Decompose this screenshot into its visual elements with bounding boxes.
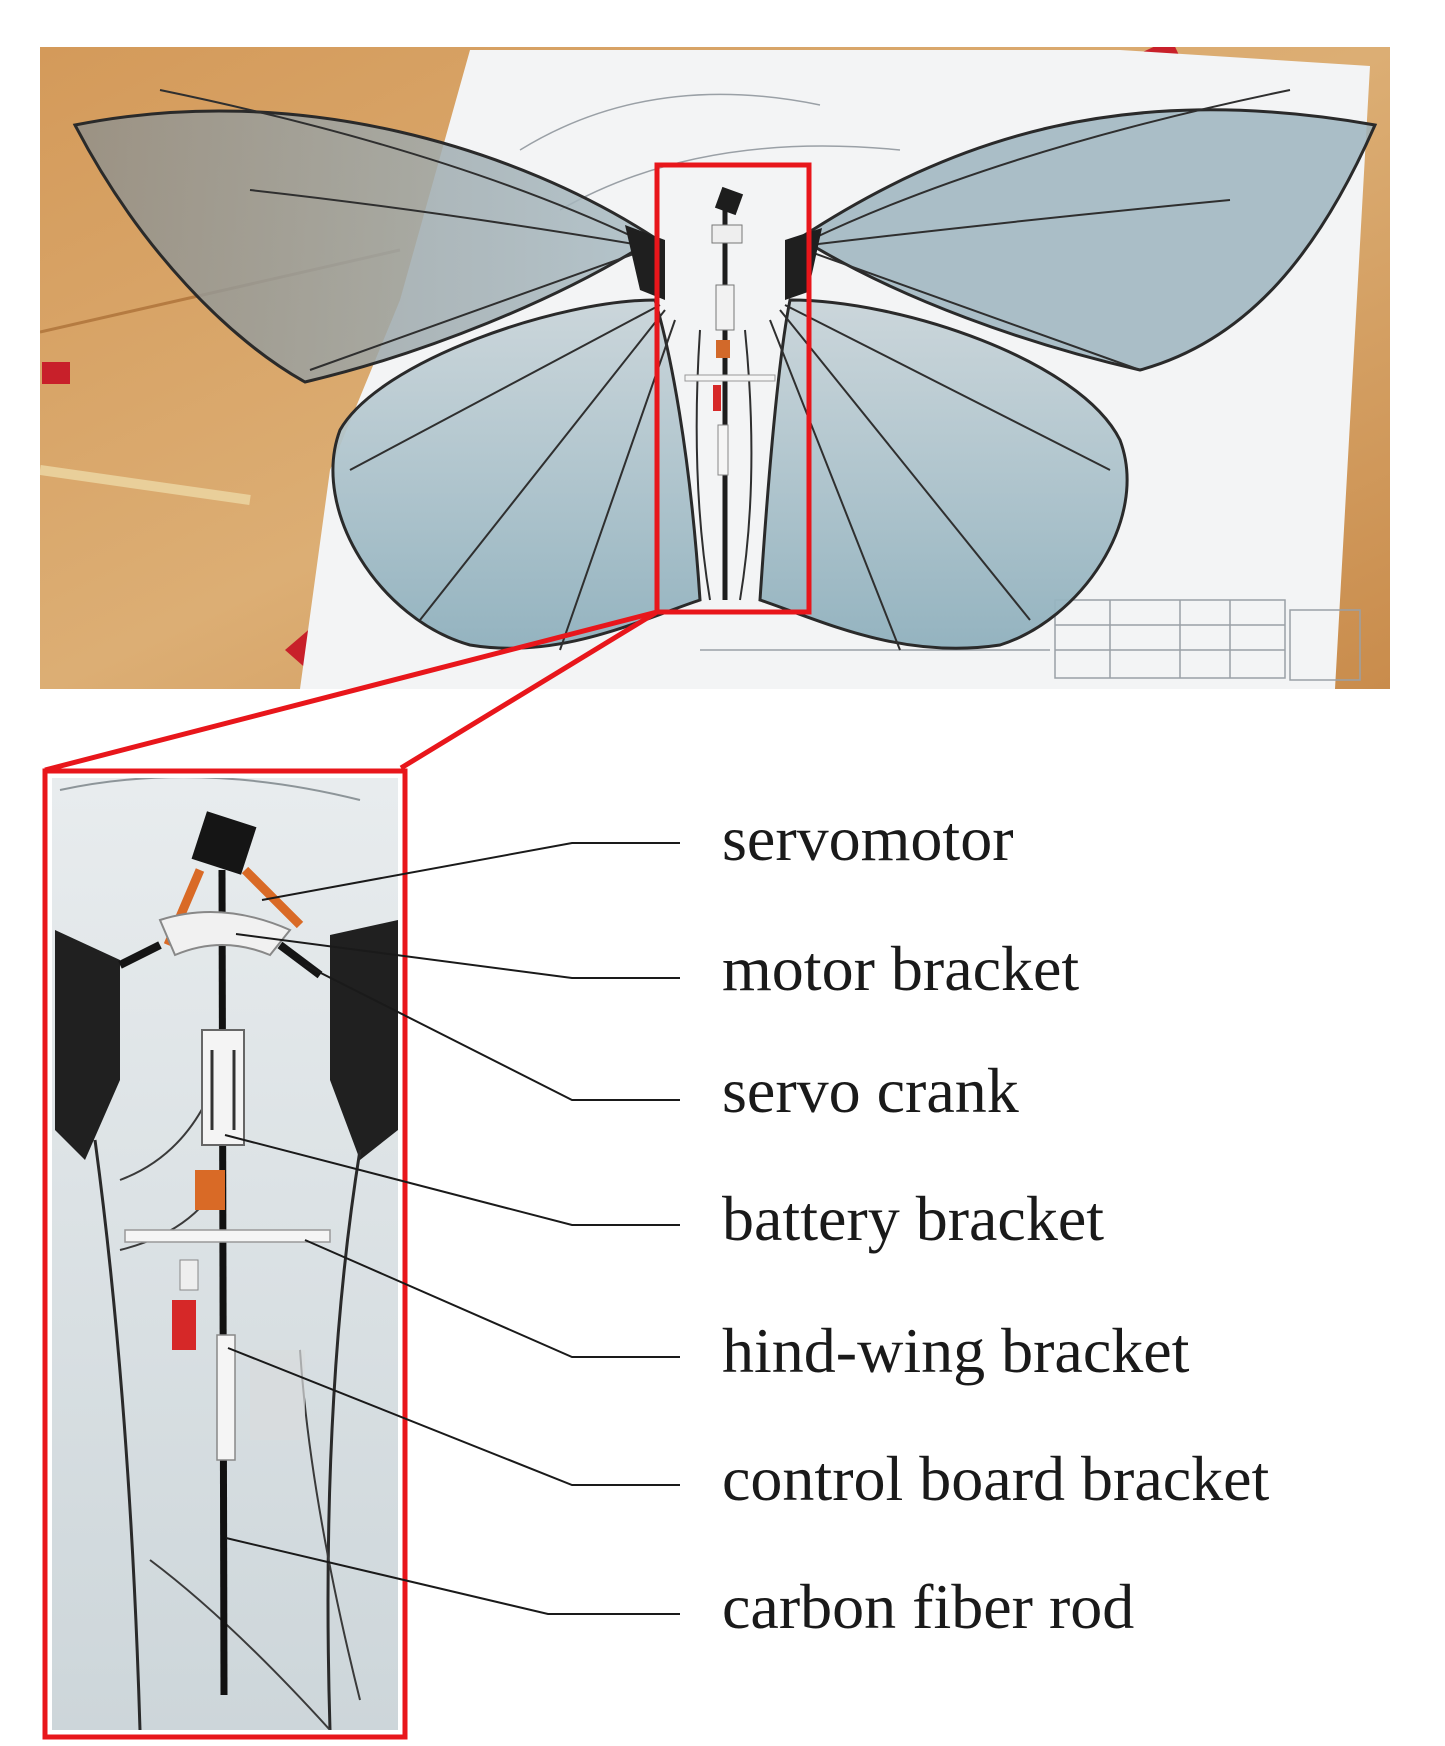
- motor-bracket-zoom: [158, 911, 292, 957]
- label-hind-wing-bracket: hind-wing bracket: [722, 1315, 1190, 1386]
- leader-servo-crank: [304, 964, 680, 1101]
- highlight-box: [654, 162, 812, 615]
- red-tape-marker: [42, 362, 70, 384]
- label-motor-bracket: motor bracket: [722, 933, 1079, 1004]
- right-fore-wing: [797, 108, 1378, 372]
- connector-small: [713, 385, 721, 411]
- label-carbon-fiber-rod: carbon fiber rod: [722, 1571, 1134, 1642]
- label-servo-crank: servo crank: [722, 1055, 1019, 1126]
- servomotor-zoom: [191, 811, 257, 875]
- right-wing-root-zoom: [330, 920, 398, 1160]
- battery-bracket-small: [715, 284, 735, 331]
- right-hind-wing: [758, 298, 1129, 650]
- zoom-inset: [52, 778, 398, 1730]
- battery-bracket-zoom: [201, 1029, 245, 1146]
- drawing-sheet-lines: [519, 93, 1361, 681]
- label-servomotor: servomotor: [722, 803, 1014, 874]
- right-wing-root: [785, 228, 822, 300]
- control-board-bracket-small: [717, 424, 729, 476]
- leader-battery-bracket: [224, 1134, 680, 1226]
- battery-small: [716, 340, 730, 358]
- label-battery-bracket: battery bracket: [722, 1183, 1104, 1254]
- connector-zoom: [172, 1300, 196, 1350]
- hind-wing-bracket-zoom: [124, 1229, 331, 1243]
- leader-hind-wing-bracket: [304, 1239, 680, 1358]
- battery-zoom: [195, 1170, 225, 1210]
- leader-servomotor: [261, 842, 680, 901]
- motor-bracket-small: [711, 224, 743, 244]
- wooden-stick: [40, 465, 251, 505]
- carbon-fiber-rod-zoom: [218, 869, 228, 1696]
- left-wing-root-zoom: [55, 930, 120, 1160]
- hind-wing-bracket-small: [684, 374, 776, 382]
- leader-carbon-fiber-rod: [225, 1537, 680, 1615]
- zoom-connector-left: [399, 609, 659, 771]
- control-board-bracket-zoom: [216, 1334, 236, 1461]
- left-fore-wing: [72, 109, 658, 384]
- servomotor-small: [714, 186, 744, 216]
- zoom-inset-frame: [42, 768, 408, 1740]
- leader-lines: [224, 842, 680, 1615]
- leader-motor-bracket: [235, 933, 680, 979]
- part-labels: servomotor motor bracket servo crank bat…: [722, 803, 1270, 1642]
- zoom-connector-top: [44, 609, 658, 773]
- left-hind-wing: [331, 298, 702, 650]
- leader-control-board-bracket: [227, 1347, 680, 1486]
- label-control-board-bracket: control board bracket: [722, 1443, 1270, 1514]
- overview-photo: [40, 47, 1390, 689]
